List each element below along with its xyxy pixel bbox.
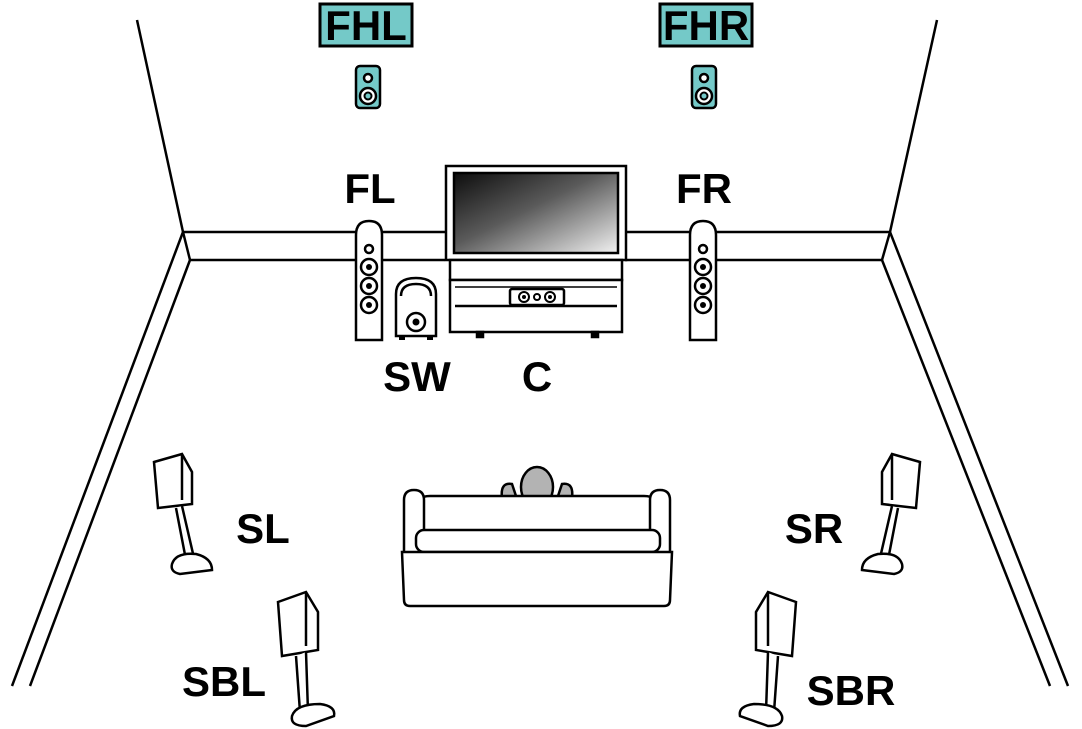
room-walls	[10, 19, 1070, 687]
sr-speaker	[860, 452, 922, 576]
left-wall-corner	[135, 19, 185, 233]
center-speaker	[508, 287, 566, 307]
sr-label: SR	[785, 505, 843, 552]
tv-and-stand	[444, 164, 628, 339]
left-baseboard-bottom	[28, 259, 192, 687]
sl-label: SL	[236, 505, 290, 552]
subwoofer	[394, 276, 438, 340]
fhl-speaker	[354, 64, 382, 110]
fhr-label-box: FHR	[658, 2, 754, 49]
fr-speaker	[688, 219, 718, 342]
listener-and-sofa	[400, 465, 674, 608]
right-baseboard-corner	[880, 231, 892, 261]
fr-label: FR	[676, 165, 732, 212]
c-label: C	[522, 353, 552, 400]
sw-label: SW	[383, 353, 451, 400]
stand-foot-right	[590, 330, 600, 339]
sbl-label: SBL	[182, 658, 266, 705]
sbr-speaker	[738, 590, 798, 728]
right-baseboard-top	[888, 231, 1070, 687]
fhl-label-box: FHL	[318, 2, 414, 49]
sofa	[400, 488, 674, 608]
fhr-label: FHR	[663, 2, 749, 49]
tv-screen	[452, 171, 620, 255]
fl-speaker	[354, 219, 384, 342]
right-wall-corner	[888, 19, 939, 233]
left-baseboard-corner	[181, 231, 192, 261]
fhr-speaker	[690, 64, 718, 110]
sbl-speaker	[276, 590, 336, 728]
sl-speaker	[152, 452, 214, 576]
right-baseboard-bottom	[880, 259, 1052, 687]
stand-top	[448, 258, 624, 282]
sbr-label: SBR	[807, 667, 896, 714]
fl-label: FL	[344, 165, 395, 212]
stand-foot-left	[475, 330, 485, 339]
left-baseboard-top	[10, 231, 185, 687]
fhl-label: FHL	[325, 2, 407, 49]
